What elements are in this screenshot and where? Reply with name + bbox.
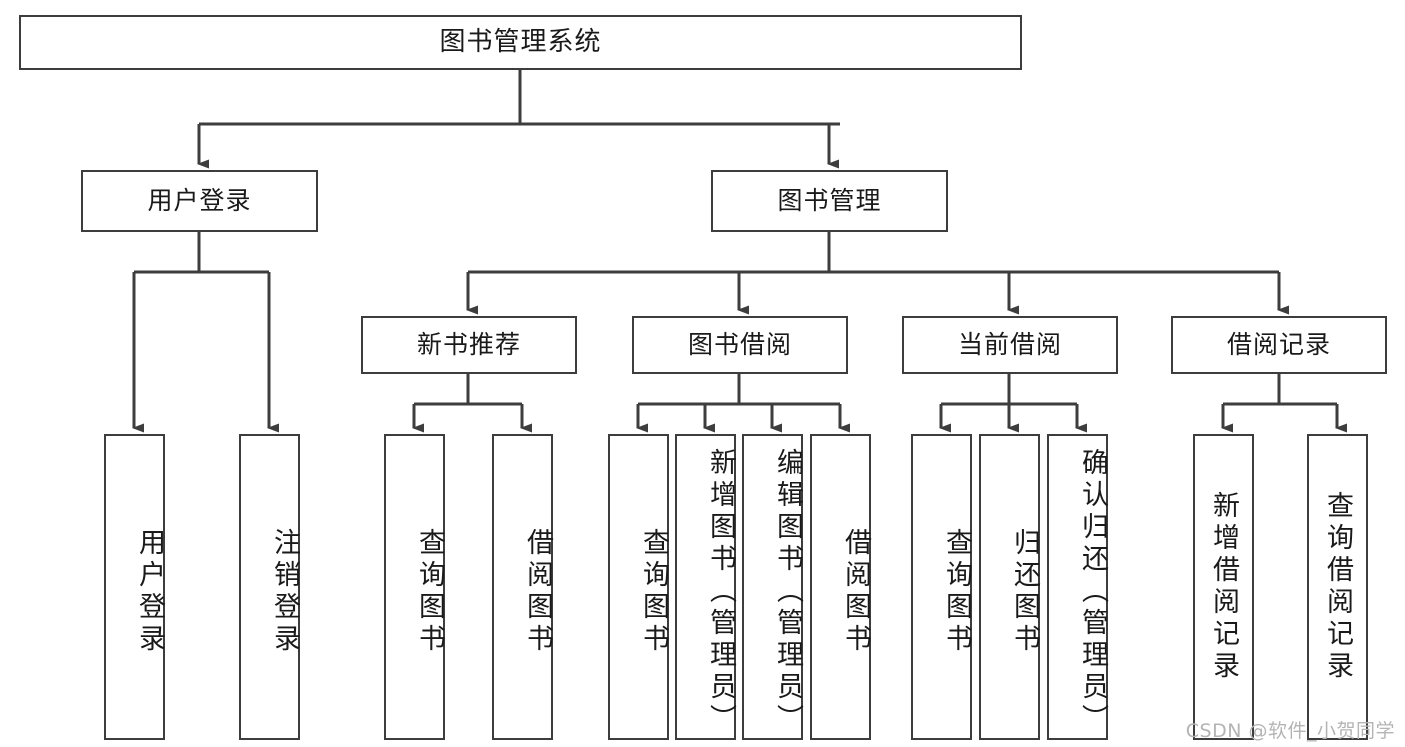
node-new-book-recommend[interactable]: 新书推荐 <box>361 316 577 374</box>
node-root-library-system[interactable]: 图书管理系统 <box>19 15 1022 70</box>
leaf-borrow-book[interactable]: 借阅图书 <box>810 434 871 740</box>
node-user-login[interactable]: 用户登录 <box>81 170 318 232</box>
leaf-query-book-recommend[interactable]: 查询图书 <box>384 434 445 740</box>
leaf-user-logout[interactable]: 注销登录 <box>239 434 300 740</box>
node-borrow-record[interactable]: 借阅记录 <box>1171 316 1387 374</box>
leaf-return-book[interactable]: 归还图书 <box>979 434 1040 740</box>
leaf-user-login[interactable]: 用户登录 <box>104 434 165 740</box>
node-book-management[interactable]: 图书管理 <box>711 170 948 232</box>
leaf-borrow-book-recommend[interactable]: 借阅图书 <box>492 434 553 740</box>
leaf-confirm-return-admin[interactable]: 确认归还（管理员） <box>1047 434 1108 740</box>
node-current-borrow[interactable]: 当前借阅 <box>902 316 1118 374</box>
leaf-add-borrow-record[interactable]: 新增借阅记录 <box>1193 434 1254 740</box>
node-book-borrow[interactable]: 图书借阅 <box>632 316 848 374</box>
csdn-watermark: CSDN @软件_小贺同学 <box>1185 720 1395 742</box>
leaf-edit-book-admin[interactable]: 编辑图书（管理员） <box>742 434 803 740</box>
leaf-query-book-borrow[interactable]: 查询图书 <box>608 434 669 740</box>
leaf-query-book-current[interactable]: 查询图书 <box>911 434 972 740</box>
leaf-query-borrow-record[interactable]: 查询借阅记录 <box>1307 434 1368 740</box>
leaf-add-book-admin[interactable]: 新增图书（管理员） <box>675 434 736 740</box>
